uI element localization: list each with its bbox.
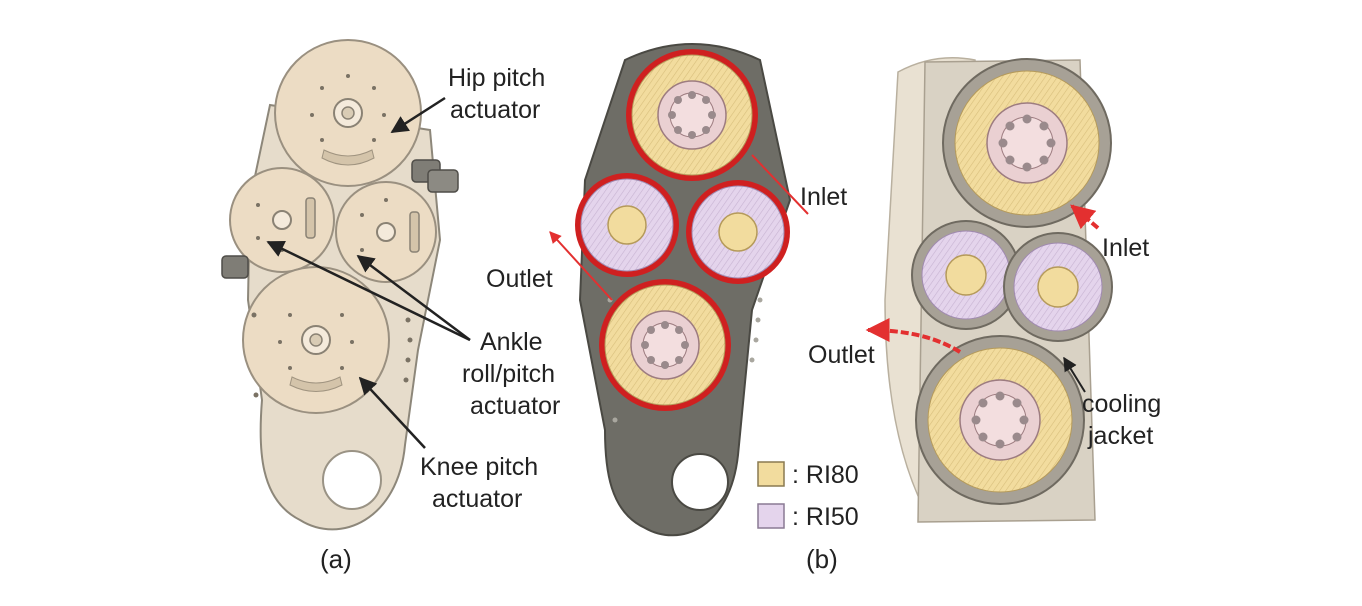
3d-outlet-arrow (865, 318, 962, 354)
label-knee-line2: actuator (432, 485, 522, 513)
legend-label-ri80: : RI80 (792, 461, 859, 489)
label-inlet-3d: Inlet (1102, 234, 1149, 262)
section-hip-ri80 (626, 49, 758, 181)
label-ankle-line1: Ankle (480, 328, 543, 356)
knee-joint-hole (322, 450, 382, 510)
coolant-fitting-lower (221, 255, 249, 279)
section-knee-ri80 (599, 279, 731, 411)
label-outlet: Outlet (486, 265, 553, 293)
label-ankle-line2: roll/pitch (462, 360, 555, 388)
panel-b-3d-view: Inlet Outlet cooling jacket (808, 56, 1161, 523)
3d-hip-ri80 (942, 58, 1112, 228)
label-outlet-3d: Outlet (808, 341, 875, 369)
hip-leader-arrow (390, 96, 446, 134)
caption-a: (a) (320, 544, 352, 574)
3d-inlet-arrow (1070, 204, 1100, 230)
ankle-actuator-left (229, 167, 335, 273)
section-knee-hole (671, 453, 729, 511)
label-hip-line2: actuator (450, 96, 540, 124)
label-cooling-line1: cooling (1082, 390, 1161, 418)
ankle-actuator-right (335, 181, 437, 283)
legend: : RI80 : RI50 (757, 461, 859, 531)
3d-knee-ri80 (915, 335, 1085, 505)
legend-label-ri50: : RI50 (792, 503, 859, 531)
panel-a: Hip pitch actuator Ankle roll/pitch actu… (221, 39, 560, 574)
3d-ankle-left-ri50 (911, 220, 1021, 330)
3d-ankle-right-ri50 (1003, 232, 1113, 342)
section-ankle-left-ri50 (575, 173, 679, 277)
ankle-leader-arrow-left (266, 240, 471, 342)
label-knee-line1: Knee pitch (420, 453, 538, 481)
plate-bolt-holes (251, 312, 413, 398)
legend-swatch-ri50 (757, 503, 785, 529)
label-inlet: Inlet (800, 183, 847, 211)
label-ankle-line3: actuator (470, 392, 560, 420)
legend-swatch-ri80 (757, 461, 785, 487)
panel-b-section-view: Inlet Outlet : RI80 : RI50 (b) (486, 43, 859, 574)
coolant-fitting-upper (411, 159, 459, 193)
caption-b: (b) (806, 544, 838, 574)
knee-leader-arrow (358, 376, 426, 449)
hip-pitch-actuator (274, 39, 422, 187)
section-ankle-right-ri50 (686, 180, 790, 284)
knee-pitch-actuator (242, 266, 390, 414)
label-hip-line1: Hip pitch (448, 64, 545, 92)
section-frame-bolts (607, 297, 763, 423)
section-outlet-line (549, 231, 613, 301)
section-inlet-line (751, 154, 809, 215)
cooling-jacket-arrow (1063, 356, 1086, 393)
label-cooling-line2: jacket (1087, 422, 1153, 450)
ankle-leader-arrow-right (356, 254, 471, 341)
